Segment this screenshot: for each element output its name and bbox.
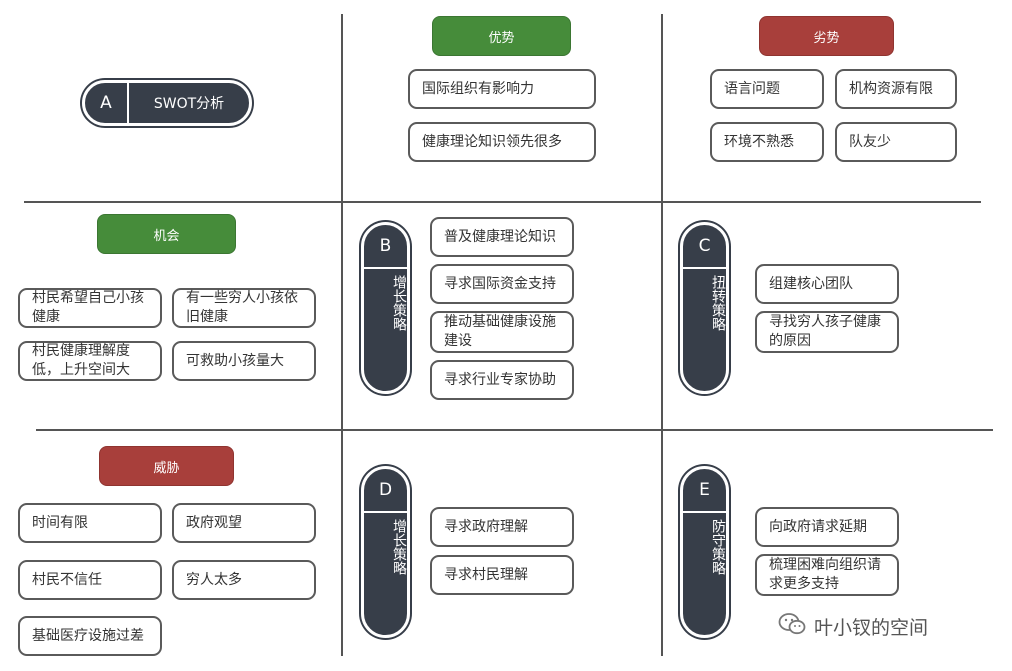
grid-horizontal-line-bottom [36,429,993,431]
strategy-d-letter: D [364,469,407,513]
threat-item: 村民不信任 [18,560,162,600]
strategy-b-item: 普及健康理论知识 [430,217,574,257]
swot-letter: A [85,83,129,123]
strategy-b-letter: B [364,225,407,269]
strategy-c-name: 扭转策略 [710,275,726,331]
strategy-e-letter: E [683,469,726,513]
strategy-b-item: 推动基础健康设施建设 [430,311,574,353]
strategy-c-item: 组建核心团队 [755,264,899,304]
grid-vertical-line-left [341,14,343,656]
strategy-e-item: 梳理困难向组织请求更多支持 [755,554,899,596]
strategy-e-name: 防守策略 [710,519,726,575]
weakness-item: 语言问题 [710,69,824,109]
threat-item: 政府观望 [172,503,316,543]
weakness-item: 机构资源有限 [835,69,957,109]
strategy-c-pill: C 扭转策略 [680,222,729,394]
threat-item: 穷人太多 [172,560,316,600]
strategy-b-item: 寻求国际资金支持 [430,264,574,304]
swot-title-pill: A SWOT分析 [82,80,252,126]
strength-item: 国际组织有影响力 [408,69,596,109]
opportunity-item: 可救助小孩量大 [172,341,316,381]
watermark-text: 叶小钗的空间 [814,617,929,639]
weakness-item: 队友少 [835,122,957,162]
opportunities-header: 机会 [97,214,236,254]
threat-item: 时间有限 [18,503,162,543]
swot-title: SWOT分析 [153,96,225,112]
opportunity-item: 有一些穷人小孩依旧健康 [172,288,316,328]
strategy-b-item: 寻求行业专家协助 [430,360,574,400]
watermark: 叶小钗的空间 [778,612,928,641]
weaknesses-header: 劣势 [759,16,894,56]
strategy-d-item: 寻求政府理解 [430,507,574,547]
weakness-item: 环境不熟悉 [710,122,824,162]
opportunity-item: 村民希望自己小孩健康 [18,288,162,328]
strategy-c-letter: C [683,225,726,269]
strengths-header: 优势 [432,16,571,56]
strategy-e-item: 向政府请求延期 [755,507,899,547]
opportunity-item: 村民健康理解度低，上升空间大 [18,341,162,381]
wechat-icon [778,612,814,641]
strategy-d-item: 寻求村民理解 [430,555,574,595]
strategy-d-pill: D 增长策略 [361,466,410,638]
threats-header: 威胁 [99,446,234,486]
strategy-b-name: 增长策略 [391,275,407,331]
threat-item: 基础医疗设施过差 [18,616,162,656]
grid-vertical-line-right [661,14,663,656]
grid-horizontal-line-top [24,201,981,203]
strategy-b-pill: B 增长策略 [361,222,410,394]
strategy-d-name: 增长策略 [391,519,407,575]
strength-item: 健康理论知识领先很多 [408,122,596,162]
strategy-c-item: 寻找穷人孩子健康的原因 [755,311,899,353]
strategy-e-pill: E 防守策略 [680,466,729,638]
